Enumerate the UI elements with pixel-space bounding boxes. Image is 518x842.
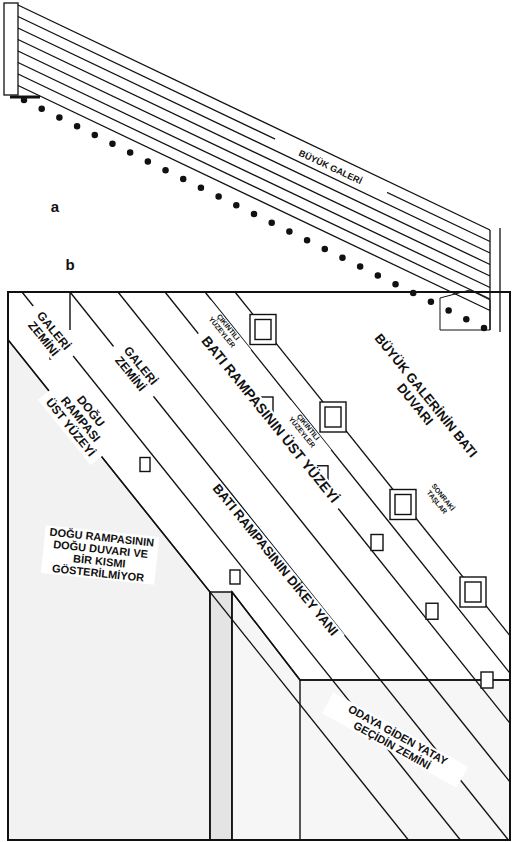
ramp-niche (371, 535, 383, 551)
panel-letter: b (58, 257, 82, 274)
strip-edge (118, 292, 510, 840)
ramp-hole (464, 317, 469, 322)
ramp-hole (251, 211, 256, 216)
corbel-line (18, 5, 490, 230)
part-label: GALERİ ZEMİNİ (18, 302, 79, 368)
ramp-hole (304, 238, 309, 243)
ramp-hole (340, 255, 345, 260)
wall-recess (320, 402, 346, 432)
frame (8, 292, 510, 840)
ramp-niche (426, 603, 438, 619)
ramp-hole (481, 325, 486, 330)
ramp-hole (198, 185, 203, 190)
wall-recess (255, 320, 271, 340)
corbel-line (18, 17, 490, 242)
wall-recess (465, 582, 481, 602)
corbel-line (18, 86, 490, 311)
corbel-line (18, 51, 490, 276)
part-label: BÜYÜK GALERİNİN BATI DUVARI (345, 312, 496, 489)
ramp-niche (481, 672, 493, 688)
ramp-hole (181, 176, 186, 181)
wall-recess (460, 577, 486, 607)
part-label: SONRAKİ TAŞLAR (417, 474, 463, 526)
ramp-hole (74, 124, 79, 129)
wall-recess (325, 407, 341, 427)
ramp-niche (230, 570, 240, 584)
ramp-hole (145, 159, 150, 164)
corbel-line (18, 40, 490, 265)
ramp-hole (216, 194, 221, 199)
ramp-hole (269, 220, 274, 225)
wall-recess (390, 490, 416, 520)
corbel-line (18, 74, 490, 299)
part-label: GALERİ ZEMİNİ (105, 337, 166, 403)
corbel-line (18, 28, 490, 253)
ramp-niche (140, 458, 150, 472)
ramp-hole (128, 150, 133, 155)
ramp-hole (57, 115, 62, 120)
ramp-hole (21, 97, 26, 102)
gallery-isometric (8, 292, 510, 840)
ramp-hole (163, 168, 168, 173)
strip-edge (22, 292, 502, 840)
corbel-line (18, 63, 490, 288)
ramp-hole (92, 132, 97, 137)
ramp-hole (110, 141, 115, 146)
ramp-hole (234, 203, 239, 208)
ramp-hole (322, 246, 327, 251)
ramp-hole (358, 264, 363, 269)
ramp-hole (428, 299, 433, 304)
ramp-hole (375, 273, 380, 278)
ramp-hole (393, 282, 398, 287)
ramp-hole (287, 229, 292, 234)
wall-recess (395, 495, 411, 515)
ramp-edge (69, 292, 70, 330)
strip-edge (205, 292, 510, 840)
strip-edge (165, 292, 510, 840)
part-label: BÜYÜK GALERİ (272, 137, 389, 198)
ramp-hole (446, 308, 451, 313)
ramp-hole (39, 106, 44, 111)
gallery-section (4, 3, 500, 332)
panel-letter: a (43, 199, 67, 216)
wall-recess (250, 315, 276, 345)
